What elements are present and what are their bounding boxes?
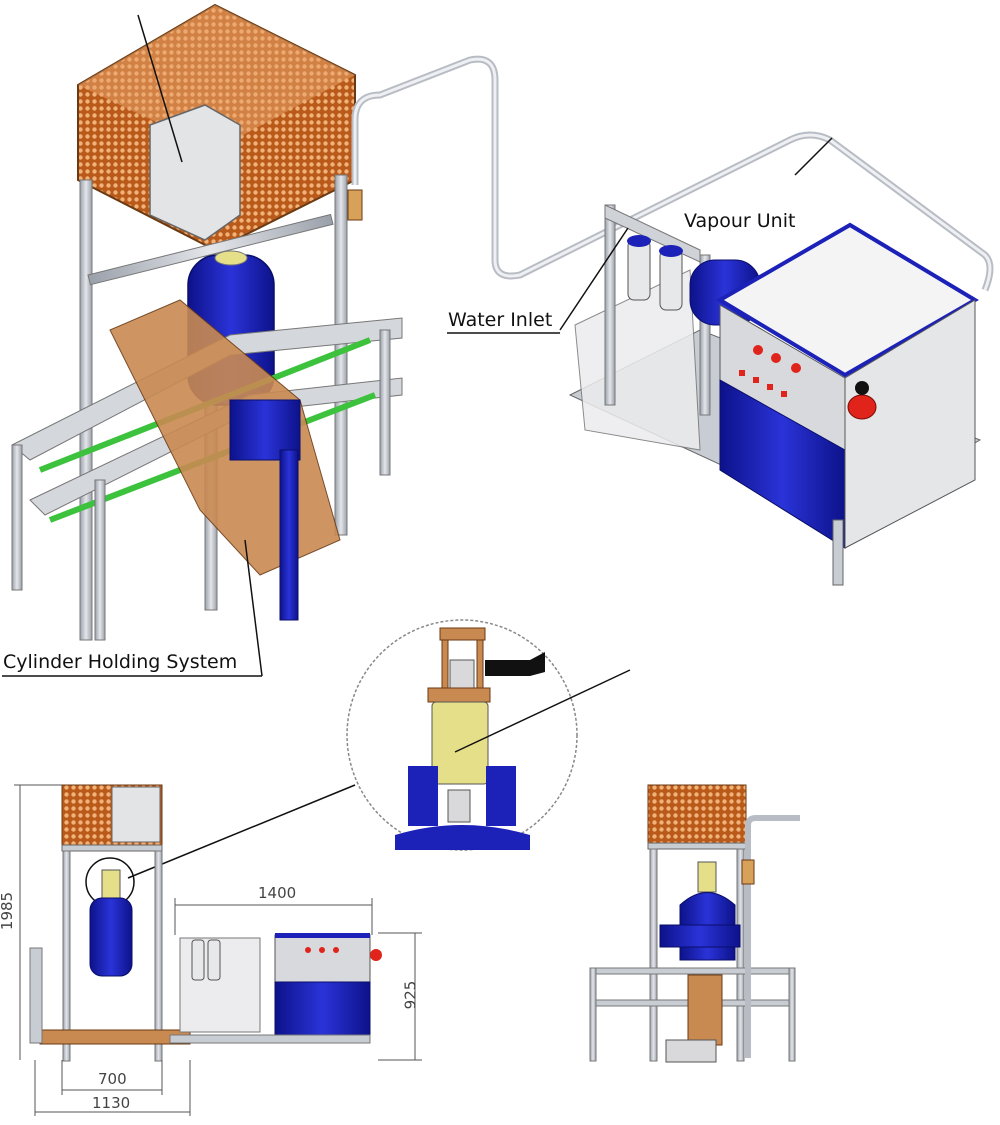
water-inlet-label: Water Inlet [448,309,553,331]
cylinder-holding-label: Cylinder Holding System [3,651,238,673]
dim-overall-width: 1130 [92,1094,131,1112]
conveyor-rail [11,317,403,461]
dim-vapour-width: 1400 [258,884,297,902]
detail-view-circle [127,619,631,879]
control-box [149,104,241,241]
side-elevation [589,784,800,1063]
vapour-unit-label: Vapour Unit [684,210,796,232]
front-elevation [14,784,422,1116]
main-machine-isometric [11,3,994,641]
dim-total-height: 1985 [0,891,17,931]
vapour-unit-isometric [447,137,982,586]
indicator-light [753,345,763,355]
yellow-cylinder [431,701,489,785]
dim-vapour-height: 925 [401,980,420,1010]
dim-inner-width: 700 [98,1070,127,1088]
